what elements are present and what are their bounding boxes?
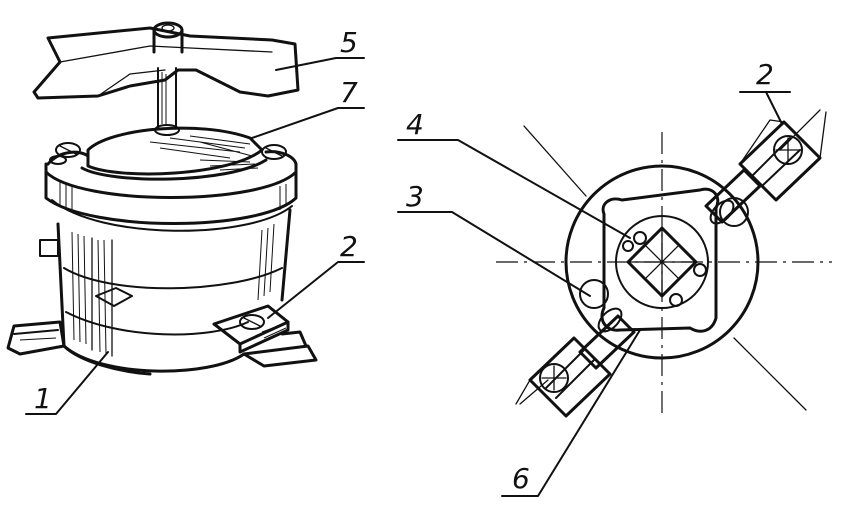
top-cover [80,126,268,181]
rotor-lobe-right [719,197,749,227]
rivet-3 [669,293,683,307]
leader-5 [275,57,365,71]
leader-4 [397,139,631,239]
leader-6 [501,329,641,497]
label-3: 3 [406,180,424,213]
switch-assembly-view: 5 7 2 1 [6,21,365,415]
leader-7 [251,107,365,139]
leader-2-right [739,91,791,125]
label-6: 6 [512,462,530,495]
outer-disc [564,164,760,360]
rivet-2 [693,263,707,277]
contact-arm-upper-right [704,111,827,225]
base-plate [6,320,318,368]
label-7: 7 [340,76,358,109]
label-5: 5 [340,26,358,59]
inner-ring [615,215,709,309]
terminal-clamp [212,304,290,354]
switch-top-view: 2 4 3 6 [397,58,832,497]
radial-line-sw [519,379,549,405]
leader-1 [25,351,109,415]
radial-line-nw [523,125,587,197]
rivet-4 [622,240,634,252]
rotor-lobe-left [579,279,609,309]
leader-3 [397,211,591,297]
radial-line-ne [779,109,821,151]
housing-body [39,208,292,376]
label-1: 1 [34,382,52,415]
contact-arm-lower-left [515,307,636,418]
left-leaders [25,57,365,415]
label-4: 4 [406,108,424,141]
leader-2-left [267,261,365,319]
upper-housing-ring [44,142,298,232]
square-shaft [626,226,698,298]
rivet-1 [633,231,647,245]
right-leaders [397,91,791,497]
label-2-right: 2 [756,58,774,91]
label-2-left: 2 [340,230,358,263]
radial-line-se [733,337,807,411]
handle [32,21,300,136]
